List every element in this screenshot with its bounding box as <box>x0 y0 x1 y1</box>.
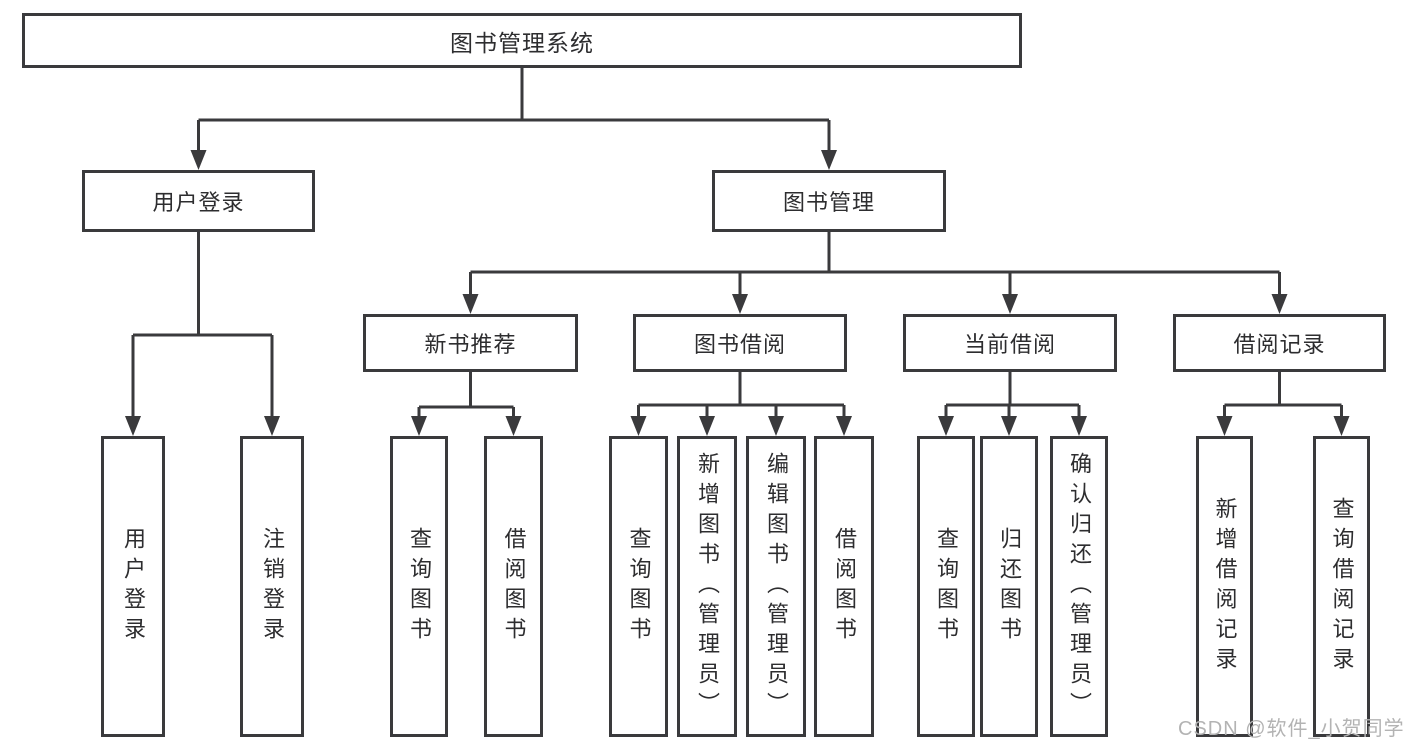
leaf-logout: 注销登录 <box>240 436 304 737</box>
node-label: 借阅记录 <box>1233 332 1326 357</box>
leaf-query-borrow-record: 查询借阅记录 <box>1313 436 1370 737</box>
leaf-add-borrow-record: 新增借阅记录 <box>1196 436 1253 737</box>
node-root-library-system: 图书管理系统 <box>22 13 1022 68</box>
node-label: 新增图书（管理员） <box>695 451 720 722</box>
node-label: 查询图书 <box>626 526 652 647</box>
leaf-edit-books-admin: 编辑图书（管理员） <box>746 436 806 737</box>
node-borrow-records: 借阅记录 <box>1173 314 1386 372</box>
node-user-login: 用户登录 <box>82 170 315 232</box>
leaf-query-books-borrow: 查询图书 <box>609 436 668 737</box>
node-label: 借阅图书 <box>501 526 527 647</box>
node-label: 借阅图书 <box>832 526 857 647</box>
node-new-book-recommend: 新书推荐 <box>363 314 578 372</box>
node-label: 用户登录 <box>121 526 146 647</box>
node-book-borrow: 图书借阅 <box>633 314 847 372</box>
leaf-query-books-current: 查询图书 <box>917 436 975 737</box>
node-label: 查询借阅记录 <box>1329 496 1355 677</box>
node-label: 新增借阅记录 <box>1212 496 1238 677</box>
node-label: 图书管理系统 <box>450 29 594 56</box>
leaf-borrow-books: 借阅图书 <box>814 436 874 737</box>
node-label: 确认归还（管理员） <box>1067 451 1092 722</box>
node-label: 编辑图书（管理员） <box>764 451 789 722</box>
node-label: 用户登录 <box>152 190 245 215</box>
node-label: 查询图书 <box>934 526 959 647</box>
leaf-borrow-books-recommend: 借阅图书 <box>484 436 543 737</box>
leaf-query-books-recommend: 查询图书 <box>390 436 448 737</box>
node-current-borrow: 当前借阅 <box>903 314 1117 372</box>
node-label: 图书借阅 <box>693 332 786 357</box>
leaf-add-books-admin: 新增图书（管理员） <box>677 436 737 737</box>
node-label: 图书管理 <box>782 190 875 215</box>
node-book-management: 图书管理 <box>712 170 946 232</box>
leaf-user-login: 用户登录 <box>101 436 165 737</box>
node-label: 注销登录 <box>260 526 285 647</box>
node-label: 查询图书 <box>407 526 432 647</box>
leaf-confirm-return-admin: 确认归还（管理员） <box>1050 436 1108 737</box>
node-label: 当前借阅 <box>963 332 1056 357</box>
node-label: 新书推荐 <box>424 332 517 357</box>
leaf-return-books: 归还图书 <box>980 436 1038 737</box>
node-label: 归还图书 <box>997 526 1022 647</box>
csdn-watermark: CSDN @软件_小贺同学 <box>1178 718 1405 740</box>
